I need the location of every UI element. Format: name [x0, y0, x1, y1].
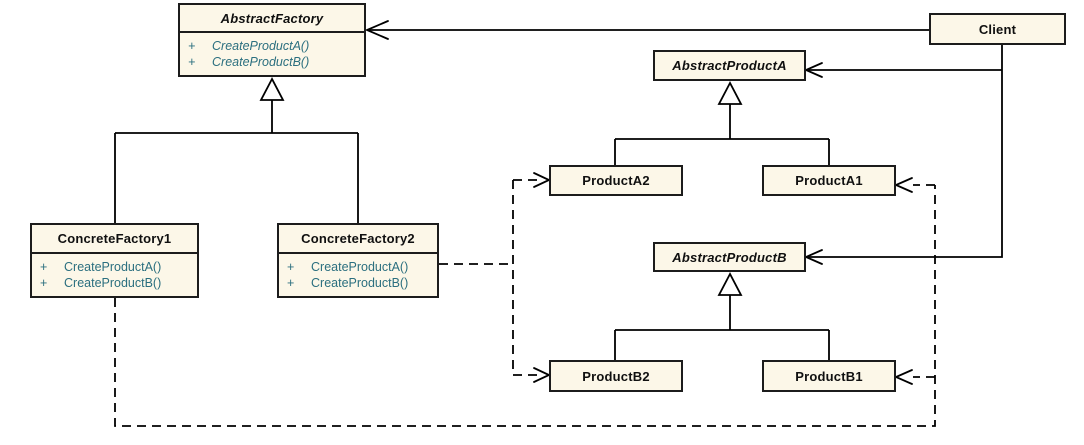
class-product-b1: ProductB1: [762, 360, 896, 392]
class-abstract-product-a: AbstractProductA: [653, 50, 806, 81]
method-visibility: +: [287, 276, 295, 290]
method-signature: CreateProductA(): [311, 260, 409, 274]
method-row: + CreateProductA(): [287, 259, 433, 275]
generalization-concretefactories-to-abstractfactory: [114, 77, 359, 223]
method-signature: CreateProductB(): [64, 276, 162, 290]
method-signature: CreateProductA(): [64, 260, 162, 274]
class-title: Client: [978, 21, 1017, 37]
method-visibility: +: [40, 276, 48, 290]
class-abstract-product-b: AbstractProductB: [653, 242, 806, 272]
class-product-a2: ProductA2: [549, 165, 683, 196]
dependency-concretefactory1-to-products: [114, 177, 936, 427]
class-product-a1: ProductA1: [762, 165, 896, 196]
usage-client-to-abstractfactory: [364, 20, 929, 40]
method-row: + CreateProductB(): [287, 275, 433, 291]
method-signature: CreateProductA(): [212, 39, 310, 53]
generalization-productsA-to-abstractproducta: [614, 81, 830, 165]
method-visibility: +: [188, 39, 196, 53]
method-list: + CreateProductA() + CreateProductB(): [279, 252, 437, 291]
method-visibility: +: [40, 260, 48, 274]
method-row: + CreateProductA(): [188, 38, 360, 54]
method-row: + CreateProductB(): [188, 54, 360, 70]
method-visibility: +: [287, 260, 295, 274]
class-title: ProductA1: [795, 173, 863, 188]
method-signature: CreateProductB(): [311, 276, 409, 290]
method-visibility: +: [188, 55, 196, 69]
method-list: + CreateProductA() + CreateProductB(): [180, 31, 364, 70]
class-abstract-factory: AbstractFactory + CreateProductA() + Cre…: [178, 3, 366, 77]
method-row: + CreateProductA(): [40, 259, 193, 275]
class-title: ProductA2: [582, 173, 650, 188]
class-title: ProductB2: [582, 368, 650, 384]
class-client: Client: [929, 13, 1066, 45]
generalization-productsB-to-abstractproductb: [614, 272, 830, 360]
class-title: ProductB1: [795, 368, 863, 384]
dependency-concretefactory2-to-products: [439, 172, 552, 383]
usage-client-to-abstractproducts: [803, 45, 1003, 265]
method-signature: CreateProductB(): [212, 55, 310, 69]
class-title: ConcreteFactory2: [301, 231, 415, 246]
class-title: ConcreteFactory1: [57, 231, 172, 246]
class-title: AbstractFactory: [220, 10, 324, 26]
method-list: + CreateProductA() + CreateProductB(): [32, 252, 197, 291]
class-concrete-factory-2: ConcreteFactory2 + CreateProductA() + Cr…: [277, 223, 439, 298]
class-product-b2: ProductB2: [549, 360, 683, 392]
class-title: AbstractProductB: [672, 249, 787, 265]
class-concrete-factory-1: ConcreteFactory1 + CreateProductA() + Cr…: [30, 223, 199, 298]
method-row: + CreateProductB(): [40, 275, 193, 291]
class-title: AbstractProductA: [672, 58, 787, 73]
